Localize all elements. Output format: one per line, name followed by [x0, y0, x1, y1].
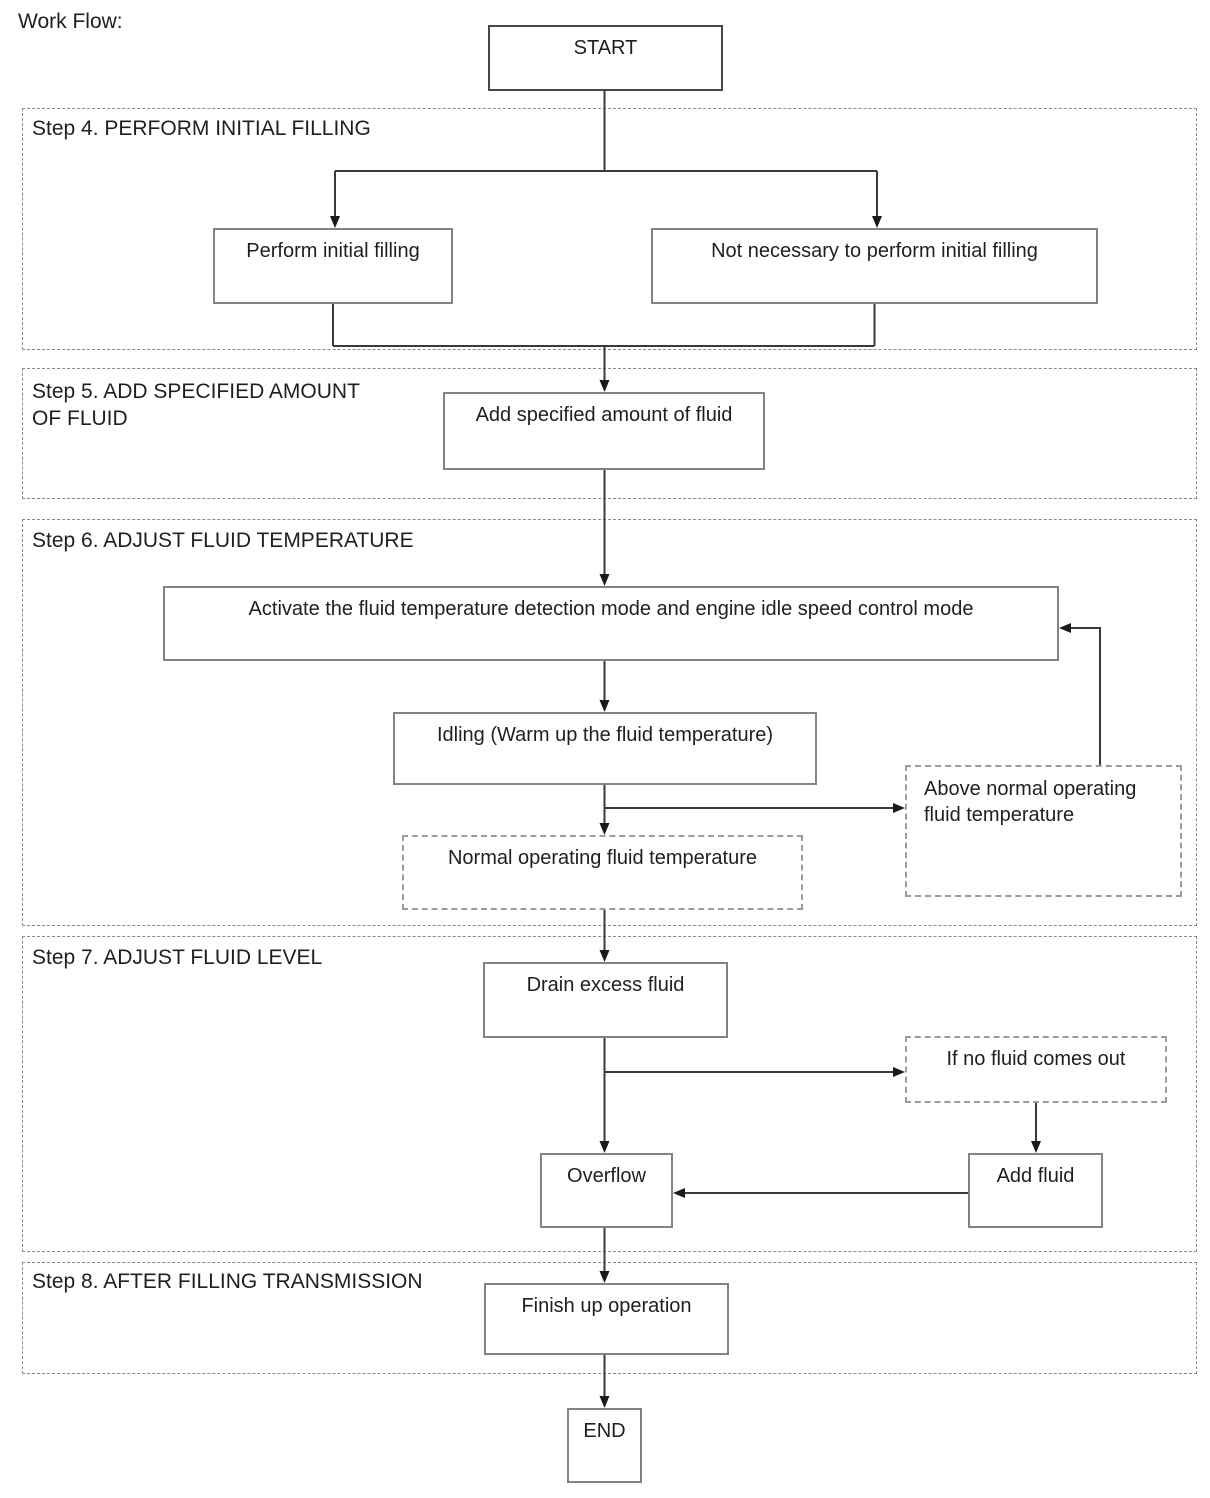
flow-node-no-fluid-out: If no fluid comes out — [905, 1036, 1167, 1103]
section-step6-label: Step 6. ADJUST FLUID TEMPERATURE — [32, 529, 414, 552]
flow-node-idling: Idling (Warm up the fluid temperature) — [393, 712, 817, 785]
flow-node-add-specified-amount: Add specified amount of fluid — [443, 392, 765, 470]
flow-node-drain-excess: Drain excess fluid — [483, 962, 728, 1038]
flow-node-perform-initial-filling: Perform initial filling — [213, 228, 453, 304]
section-step7-label: Step 7. ADJUST FLUID LEVEL — [32, 946, 323, 969]
flow-node-activate-detection: Activate the fluid temperature detection… — [163, 586, 1059, 661]
flow-node-add-fluid: Add fluid — [968, 1153, 1103, 1228]
section-step5-panel — [22, 368, 1197, 499]
section-step5-label: Step 5. ADD SPECIFIED AMOUNT OF FLUID — [32, 380, 360, 431]
page-title: Work Flow: — [18, 10, 123, 33]
flow-node-above-temperature: Above normal operating fluid temperature — [905, 765, 1182, 897]
section-step8-panel — [22, 1262, 1197, 1374]
section-step8-label: Step 8. AFTER FILLING TRANSMISSION — [32, 1270, 423, 1293]
section-step4-panel — [22, 108, 1197, 350]
section-step7-panel — [22, 936, 1197, 1252]
flow-node-normal-temperature: Normal operating fluid temperature — [402, 835, 803, 910]
flow-node-overflow: Overflow — [540, 1153, 673, 1228]
connector-above-feedback — [1059, 623, 1101, 765]
section-step4-label: Step 4. PERFORM INITIAL FILLING — [32, 117, 371, 140]
section-step6-panel — [22, 519, 1197, 926]
flow-node-start: START — [488, 25, 723, 91]
flow-node-finish-up: Finish up operation — [484, 1283, 729, 1355]
flow-node-not-necessary: Not necessary to perform initial filling — [651, 228, 1098, 304]
flow-node-end: END — [567, 1408, 642, 1483]
